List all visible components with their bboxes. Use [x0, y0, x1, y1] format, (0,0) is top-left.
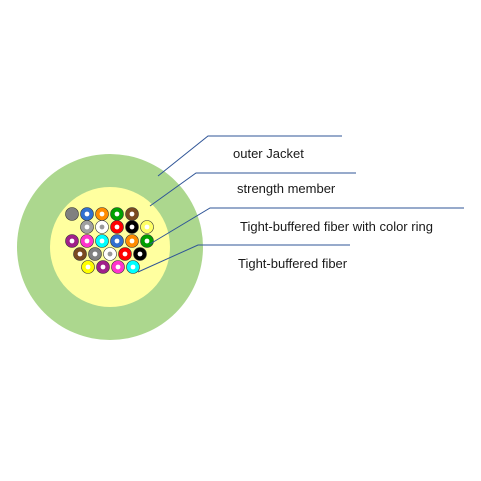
fiber — [140, 220, 154, 234]
fiber — [73, 247, 87, 261]
fiber-core — [144, 238, 150, 244]
fiber — [110, 234, 124, 248]
fiber-core — [129, 211, 135, 217]
fiber-core — [99, 238, 105, 244]
fiber-core — [85, 264, 91, 270]
fiber — [125, 234, 139, 248]
fiber-core — [115, 264, 121, 270]
fiber — [110, 207, 124, 221]
fiber-core — [107, 251, 113, 257]
fiber-core — [144, 224, 150, 230]
fiber — [80, 220, 94, 234]
leader-lines — [137, 135, 464, 273]
fiber-core — [84, 224, 90, 230]
fiber-core — [84, 211, 90, 217]
fiber — [110, 220, 124, 234]
fiber-core — [100, 264, 106, 270]
fiber-core — [99, 224, 105, 230]
fiber — [65, 234, 79, 248]
fiber — [96, 260, 110, 274]
leader-line-fiber — [137, 244, 350, 273]
fiber — [125, 220, 139, 234]
fiber — [88, 247, 102, 261]
fiber — [103, 247, 117, 261]
fiber-core — [129, 224, 135, 230]
fiber — [65, 207, 79, 221]
fiber — [133, 247, 147, 261]
fiber-core — [137, 251, 143, 257]
fiber-core — [92, 251, 98, 257]
fiber-buffer — [65, 207, 79, 221]
fiber-bundle — [65, 207, 154, 274]
fiber-core — [130, 264, 136, 270]
fiber — [80, 234, 94, 248]
fiber-core — [69, 238, 75, 244]
fiber-core — [114, 238, 120, 244]
leader-line-outer-jacket — [157, 135, 342, 177]
fiber — [95, 234, 109, 248]
fiber-core — [122, 251, 128, 257]
fiber — [95, 207, 109, 221]
fiber-core — [99, 211, 105, 217]
fiber — [111, 260, 125, 274]
fiber — [95, 220, 109, 234]
fiber — [118, 247, 132, 261]
label-colored-fiber: Tight-buffered fiber with color ring — [240, 219, 433, 234]
fiber — [140, 234, 154, 248]
fiber-core — [77, 251, 83, 257]
fiber — [126, 260, 140, 274]
fiber-core — [84, 238, 90, 244]
label-outer-jacket: outer Jacket — [233, 146, 304, 161]
fiber-core — [114, 211, 120, 217]
label-strength-member: strength member — [237, 181, 336, 196]
leader-line-colored-fiber — [149, 207, 464, 245]
fiber — [80, 207, 94, 221]
fiber-core — [114, 224, 120, 230]
fiber — [81, 260, 95, 274]
fiber-core — [129, 238, 135, 244]
label-fiber: Tight-buffered fiber — [238, 256, 348, 271]
leader-line-strength-member — [149, 172, 356, 207]
fiber — [125, 207, 139, 221]
strength-member — [50, 187, 170, 307]
